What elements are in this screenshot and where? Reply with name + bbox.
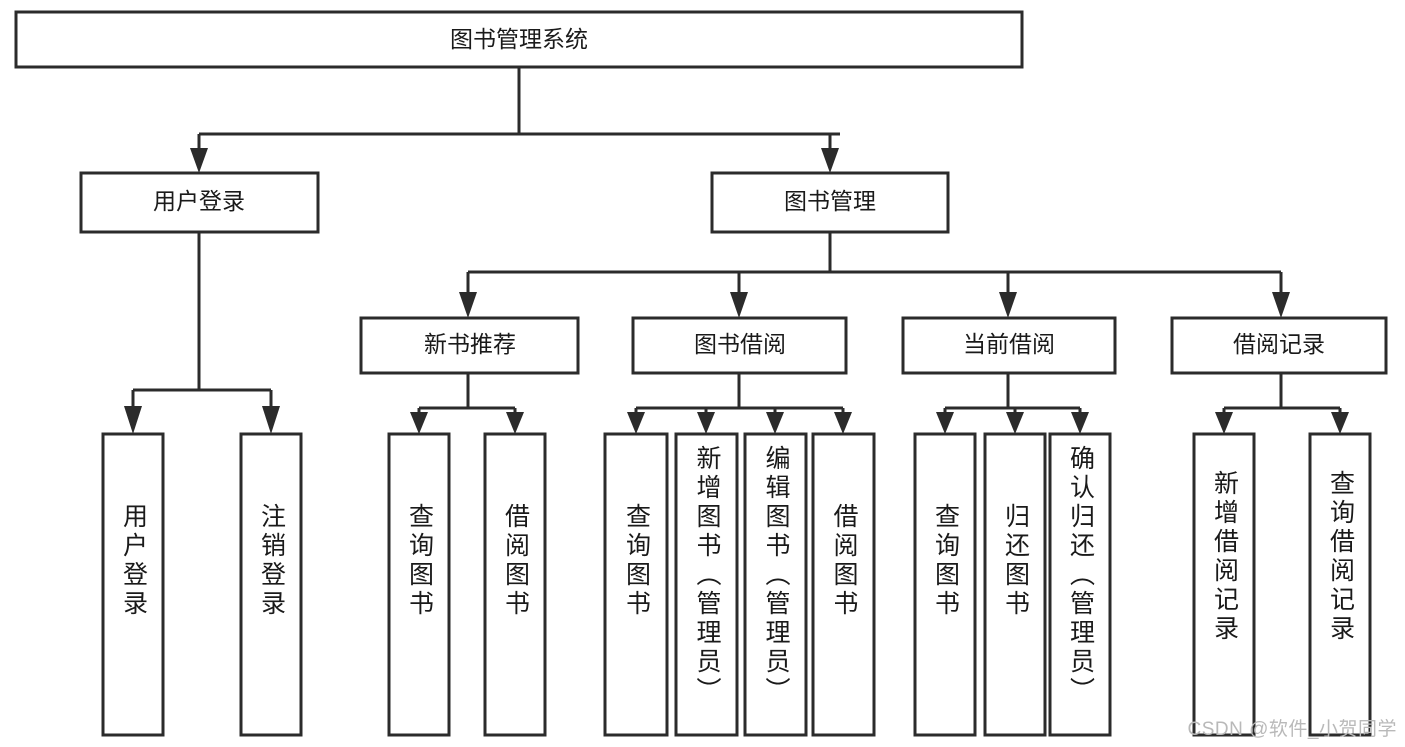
arrow-head-icon [730, 292, 748, 318]
node-new-book-recommend[interactable]: 新书推荐 [359, 316, 580, 375]
arrow-head-icon [1006, 412, 1024, 434]
leaf-box[interactable] [101, 432, 165, 737]
arrow-head-icon [410, 412, 428, 434]
node-user-login-box[interactable] [79, 171, 320, 234]
connector-bookmgmt-to-level2 [459, 232, 1290, 318]
node-book-borrow[interactable]: 图书借阅 [631, 316, 848, 375]
leaf-box[interactable] [1308, 432, 1372, 737]
node-new-book-recommend-box[interactable] [359, 316, 580, 375]
arrow-head-icon [627, 412, 645, 434]
watermark-text: CSDN @软件_小贺同学 [1187, 719, 1397, 740]
arrow-head-icon [124, 406, 142, 434]
arrow-head-icon [1071, 412, 1089, 434]
arrow-head-icon [506, 412, 524, 434]
node-user-login[interactable]: 用户登录 [79, 171, 320, 234]
node-root[interactable]: 图书管理系统 [14, 10, 1024, 69]
node-borrow-record-label: 借阅记录 [1233, 331, 1325, 357]
arrow-head-icon [834, 412, 852, 434]
connector-current-to-leaves [936, 373, 1089, 434]
leaf-box[interactable] [603, 432, 669, 737]
node-book-management-box[interactable] [710, 171, 950, 234]
node-root-box[interactable] [14, 10, 1024, 69]
node-new-book-recommend-label: 新书推荐 [424, 331, 516, 357]
arrow-head-icon [1331, 412, 1349, 434]
node-current-borrow-label: 当前借阅 [963, 331, 1055, 357]
arrow-head-icon [697, 412, 715, 434]
node-book-borrow-label: 图书借阅 [694, 331, 786, 357]
leaf-box[interactable] [483, 432, 547, 737]
connector-record-to-leaves [1215, 373, 1349, 434]
arrow-head-icon [190, 148, 208, 173]
arrow-head-icon [936, 412, 954, 434]
node-book-management-label: 图书管理 [784, 188, 876, 214]
leaf-box[interactable] [239, 432, 303, 737]
connector-borrow-to-leaves [627, 373, 852, 434]
node-root-label: 图书管理系统 [450, 26, 588, 52]
node-book-management[interactable]: 图书管理 [710, 171, 950, 234]
arrow-head-icon [1215, 412, 1233, 434]
arrow-head-icon [821, 148, 839, 173]
leaf-box[interactable] [1192, 432, 1256, 737]
arrow-head-icon [766, 412, 784, 434]
node-current-borrow-box[interactable] [901, 316, 1117, 375]
arrow-head-icon [1272, 292, 1290, 318]
connector-root-to-level1 [190, 67, 840, 173]
leaf-box[interactable] [913, 432, 977, 737]
node-borrow-record[interactable]: 借阅记录 [1170, 316, 1388, 375]
node-borrow-record-box[interactable] [1170, 316, 1388, 375]
arrow-head-icon [999, 292, 1017, 318]
leaf-box[interactable] [1048, 432, 1112, 737]
arrow-head-icon [262, 406, 280, 434]
connector-userlogin-to-leaves [124, 232, 280, 434]
connector-newbook-to-leaves [410, 373, 524, 434]
leaf-box[interactable] [811, 432, 876, 737]
leaf-box[interactable] [983, 432, 1047, 737]
node-current-borrow[interactable]: 当前借阅 [901, 316, 1117, 375]
leaf-box[interactable] [743, 432, 808, 737]
leaf-box[interactable] [387, 432, 451, 737]
arrow-head-icon [459, 292, 477, 318]
node-user-login-label: 用户登录 [153, 188, 245, 214]
node-book-borrow-box[interactable] [631, 316, 848, 375]
leaf-box[interactable] [674, 432, 739, 737]
